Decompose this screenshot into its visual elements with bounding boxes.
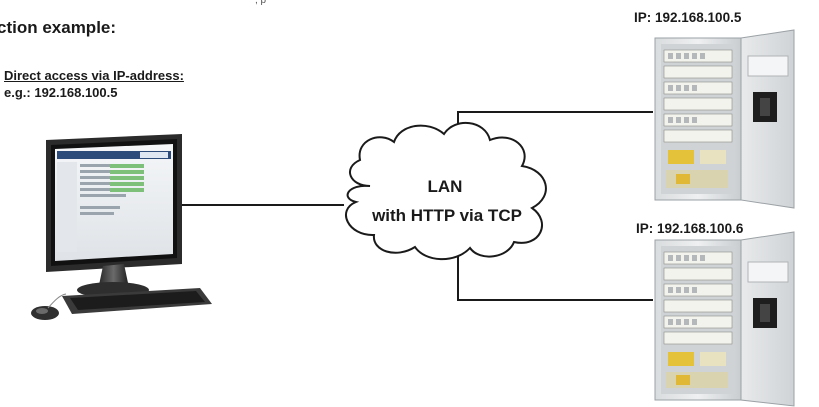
page-title: ction example: bbox=[0, 18, 117, 37]
access-note: Direct access via IP-address: e.g.: 192.… bbox=[4, 67, 184, 101]
device-2-ip-label: IP: 192.168.100.6 bbox=[636, 221, 744, 236]
link-cloud-device-2 bbox=[457, 252, 653, 301]
computer-icon bbox=[31, 134, 212, 320]
lan-cloud: LAN with HTTP via TCP bbox=[345, 121, 547, 261]
cloud-lan-label: LAN bbox=[428, 177, 463, 196]
control-cabinet-2-icon bbox=[654, 231, 795, 407]
device-1-ip-label: IP: 192.168.100.5 bbox=[634, 10, 742, 25]
access-note-example: e.g.: 192.168.100.5 bbox=[4, 85, 118, 100]
control-cabinet-1-icon bbox=[654, 29, 795, 209]
top-text-fragment: , p bbox=[255, 0, 267, 6]
access-note-heading: Direct access via IP-address: bbox=[4, 68, 184, 83]
cloud-protocol-label: with HTTP via TCP bbox=[371, 206, 522, 225]
